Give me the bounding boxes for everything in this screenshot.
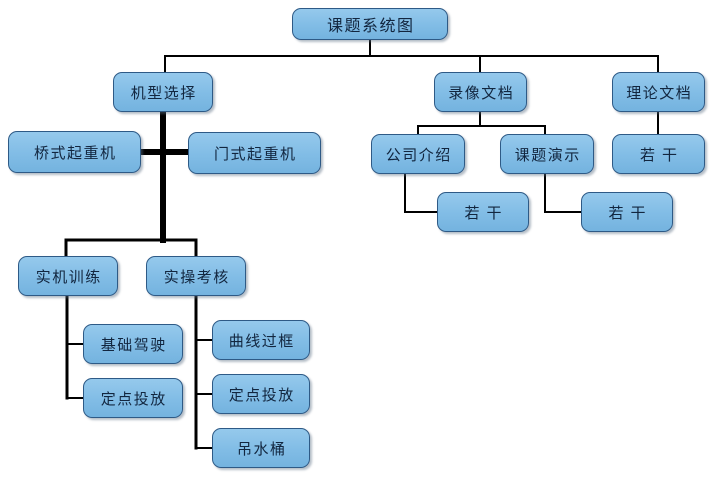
- node-theory-doc[interactable]: 理论文档: [612, 72, 705, 112]
- node-topic-demo[interactable]: 课题演示: [500, 134, 594, 174]
- node-theory-some[interactable]: 若干: [612, 134, 705, 174]
- node-root[interactable]: 课题系统图: [292, 8, 448, 40]
- node-curve-through-frame[interactable]: 曲线过框: [212, 320, 310, 360]
- node-bridge-crane[interactable]: 桥式起重机: [8, 131, 141, 173]
- node-company-intro[interactable]: 公司介绍: [371, 134, 465, 174]
- node-real-training[interactable]: 实机训练: [18, 256, 118, 296]
- node-practical-exam[interactable]: 实操考核: [146, 256, 246, 296]
- node-basic-driving[interactable]: 基础驾驶: [83, 324, 183, 364]
- node-model-select[interactable]: 机型选择: [113, 72, 213, 112]
- node-demo-some[interactable]: 若干: [581, 192, 673, 232]
- node-video-doc[interactable]: 录像文档: [434, 72, 527, 112]
- edge-company-intro-to-some: [404, 173, 438, 213]
- node-fixed-point-drop-b[interactable]: 定点投放: [212, 374, 310, 414]
- edge-topic-demo-to-some: [544, 173, 582, 213]
- node-water-bucket[interactable]: 吊水桶: [212, 428, 310, 468]
- node-fixed-point-drop-a[interactable]: 定点投放: [83, 378, 183, 418]
- node-company-some[interactable]: 若干: [437, 192, 529, 232]
- node-gantry-crane[interactable]: 门式起重机: [188, 132, 321, 174]
